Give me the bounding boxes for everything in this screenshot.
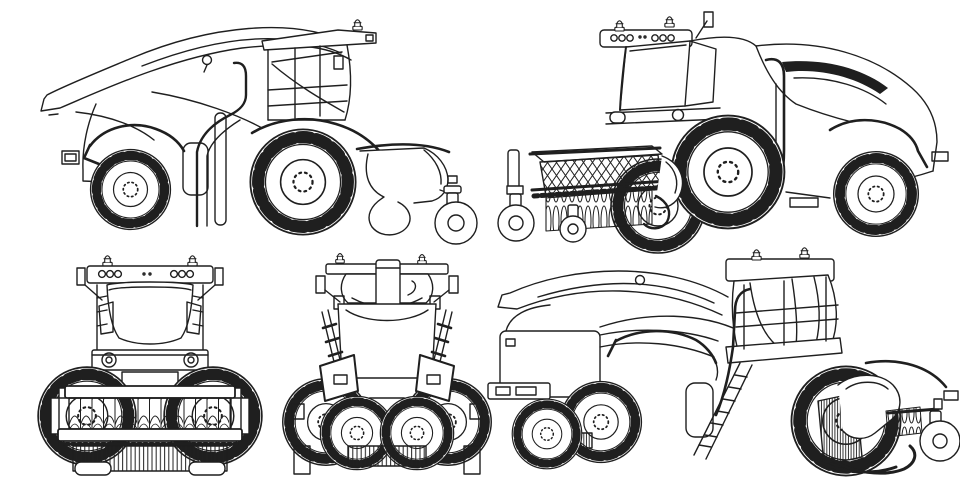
rear-bumper <box>931 151 949 162</box>
beacon-light <box>664 16 675 28</box>
mirror <box>214 267 224 286</box>
beacon-light <box>102 255 113 267</box>
front-bumper <box>91 349 209 388</box>
step <box>785 191 831 208</box>
ladder <box>693 362 753 460</box>
pickup-header <box>50 385 250 476</box>
caster-wheel <box>497 204 535 242</box>
headlight <box>101 352 117 368</box>
beacon-light <box>187 255 198 267</box>
near-rear-wheel <box>512 399 582 469</box>
windshield <box>106 281 194 345</box>
rear-fender <box>88 123 186 153</box>
beacon-light <box>799 247 810 259</box>
view-three-quarter-front <box>497 11 949 253</box>
rear-wheel <box>834 152 919 237</box>
rear-body <box>487 304 763 438</box>
caster-wheel <box>919 420 960 462</box>
rear-wheel <box>91 150 171 230</box>
front-fender <box>250 117 392 177</box>
side-door <box>182 142 209 196</box>
tail-light <box>505 338 516 347</box>
side-door <box>685 382 714 438</box>
rear-bumper <box>487 382 551 400</box>
frame <box>182 61 248 228</box>
beacon-light <box>751 249 762 261</box>
front-wheel <box>250 129 355 234</box>
fender <box>614 329 718 365</box>
tail-light <box>61 150 80 165</box>
rear-fender <box>828 118 929 169</box>
beacon-light <box>417 253 427 265</box>
mirror <box>703 11 714 28</box>
headlight <box>183 352 199 368</box>
bottom-drum <box>347 445 427 467</box>
header-attachment <box>355 143 478 245</box>
pickup-header <box>497 145 684 243</box>
platform <box>725 337 843 364</box>
view-front <box>38 255 262 476</box>
caster-wheel <box>559 215 587 243</box>
front-wheel <box>672 116 785 229</box>
view-side <box>40 19 478 245</box>
mirror <box>76 267 86 286</box>
beacon-light <box>352 19 363 31</box>
cab <box>76 265 224 351</box>
view-three-quarter-rear <box>487 247 960 476</box>
caster-wheel <box>434 201 478 245</box>
mudguards <box>319 354 455 402</box>
view-rear <box>283 252 491 475</box>
work-lights <box>97 269 195 279</box>
header-attachment <box>817 359 960 475</box>
beacon-light <box>335 252 345 264</box>
cab <box>599 11 757 125</box>
cab <box>693 258 843 460</box>
beacon-light <box>614 20 625 32</box>
work-lights <box>610 34 675 42</box>
cab <box>261 29 377 121</box>
